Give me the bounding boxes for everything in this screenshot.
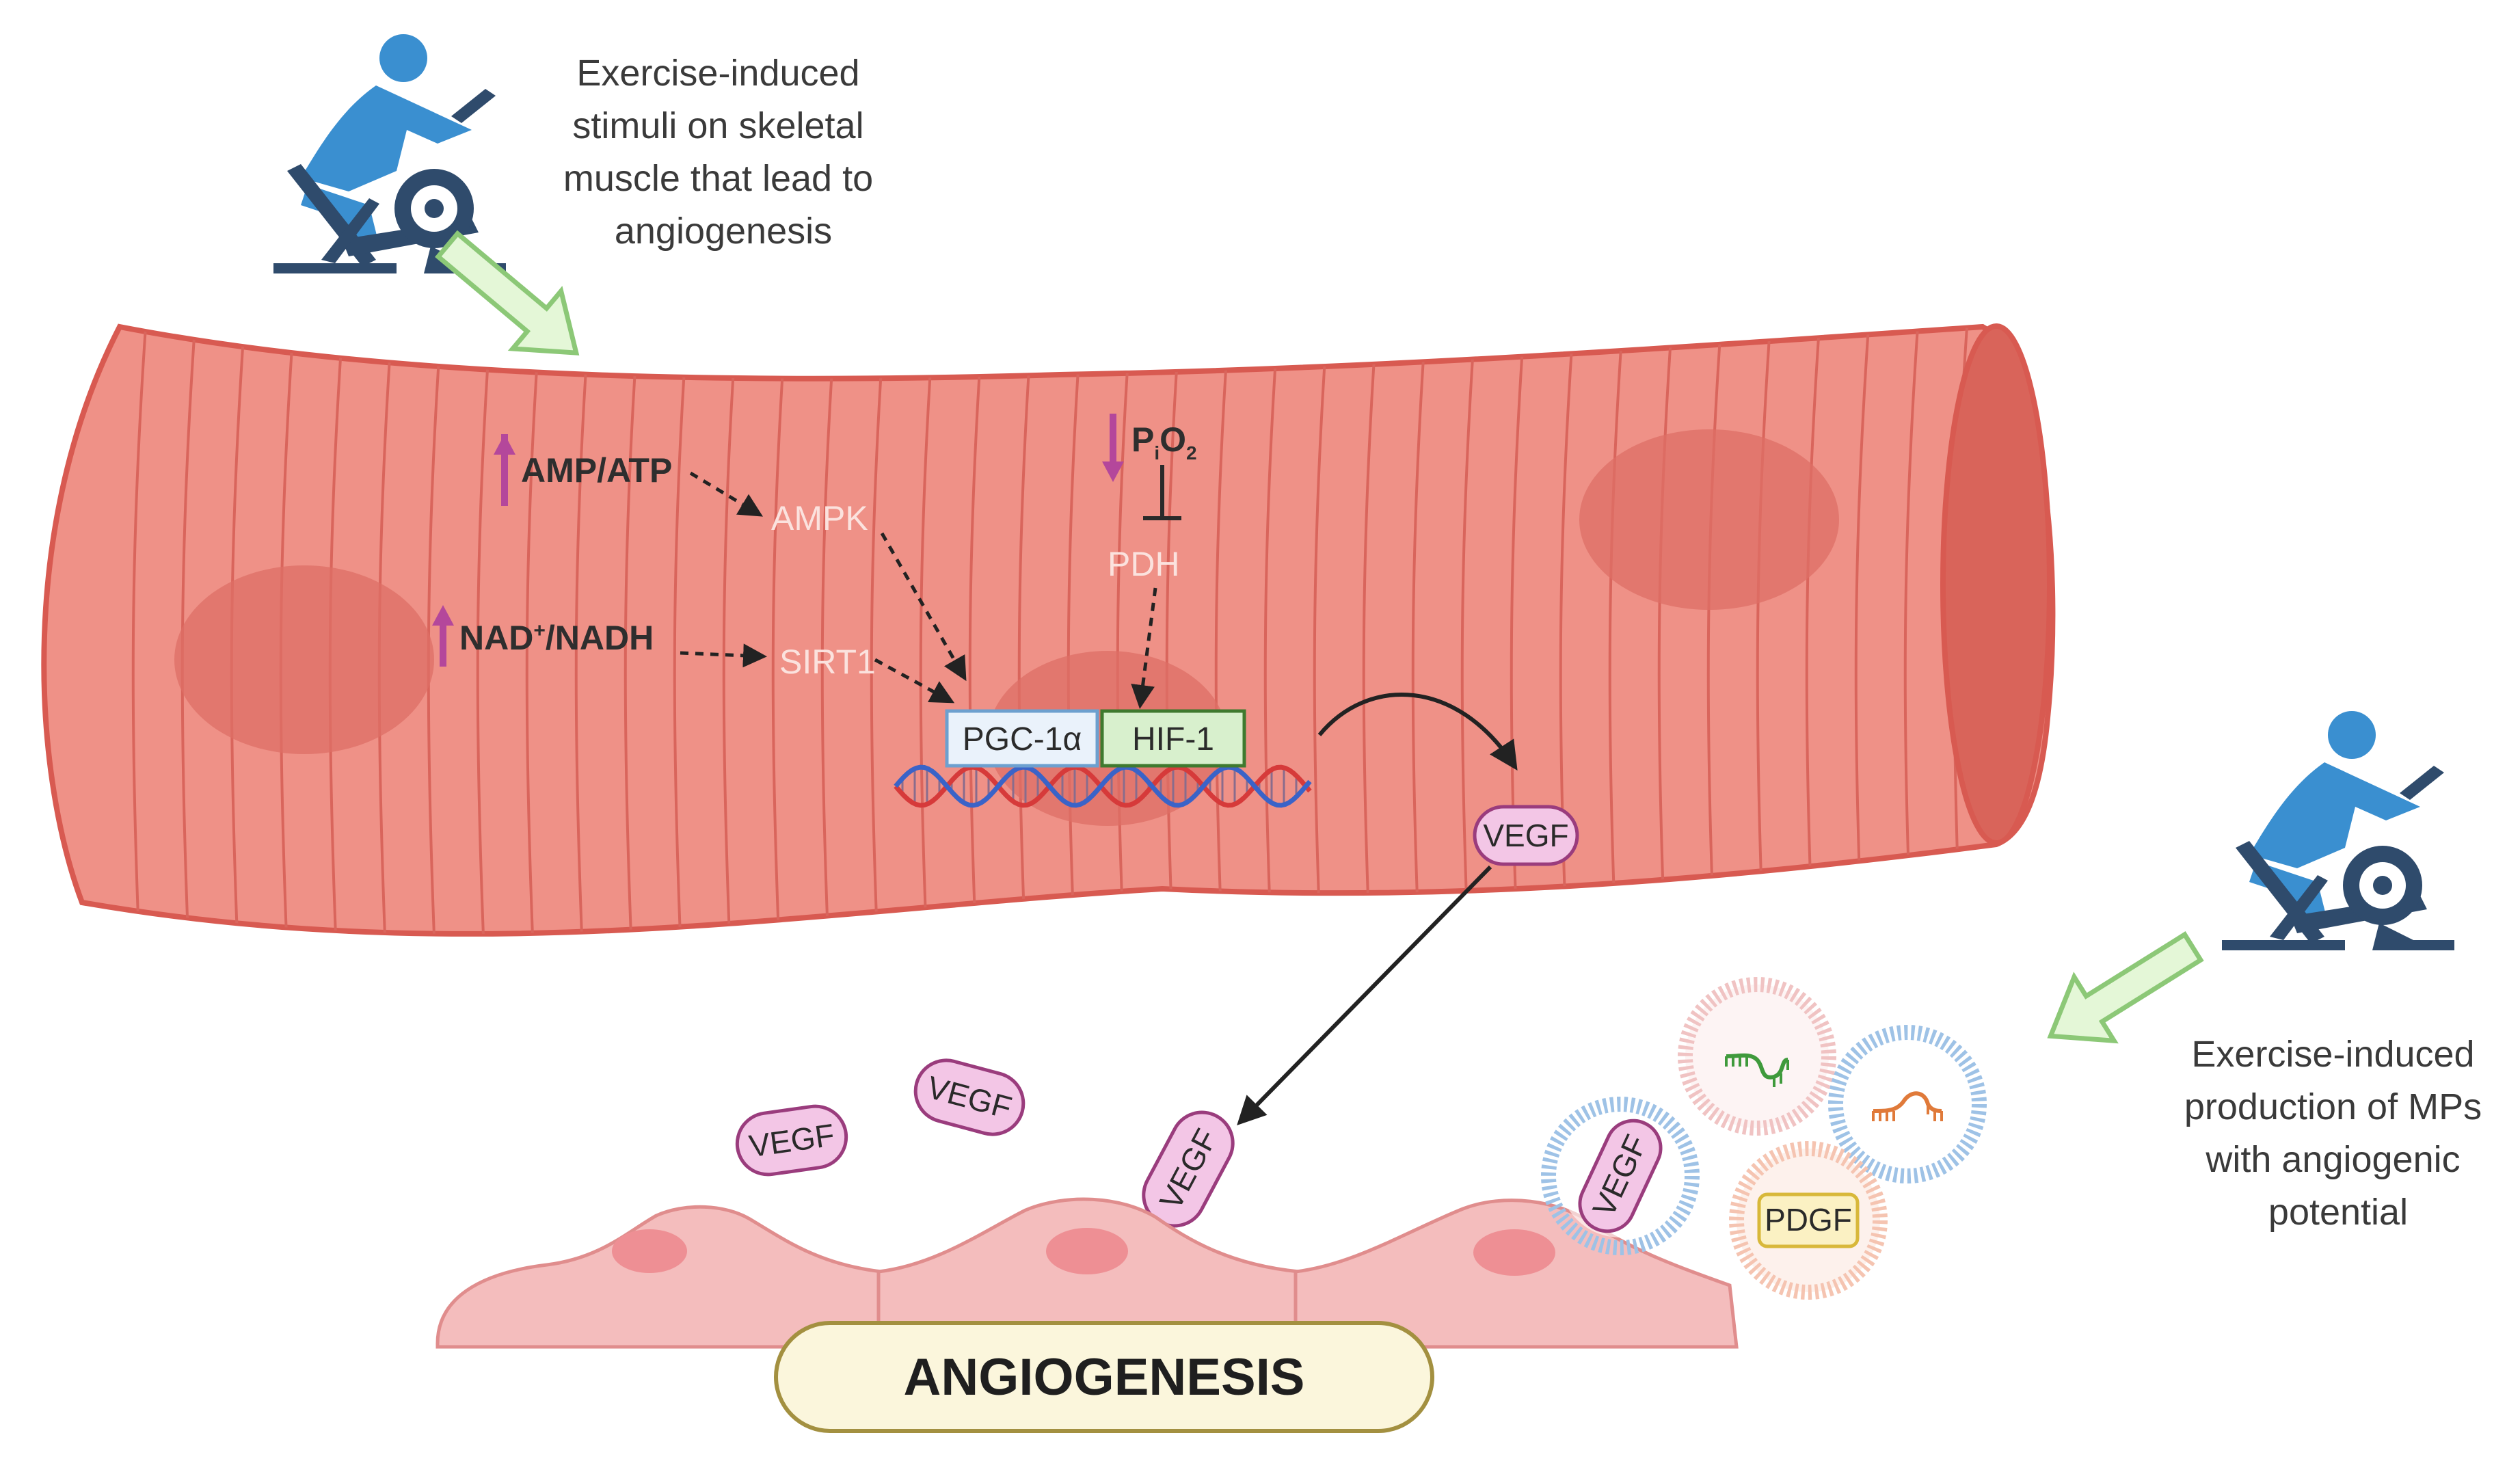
pdgf-box bbox=[1757, 1192, 1860, 1248]
striation-line bbox=[1657, 327, 1674, 934]
vegf-pill-2: VEGF bbox=[913, 1058, 1026, 1136]
dna-strand bbox=[894, 764, 1312, 808]
angiogenesis-banner bbox=[774, 1321, 1434, 1433]
arrow-to-vegf bbox=[1317, 692, 1518, 771]
green-arrow-icon-top bbox=[435, 230, 580, 356]
nad-nadh-label: NAD+/NADH bbox=[459, 619, 654, 657]
vegf-label-muscle: VEGF bbox=[1483, 818, 1568, 853]
striation-line bbox=[820, 327, 837, 934]
striation-line bbox=[771, 327, 788, 934]
striation-line bbox=[870, 327, 887, 934]
right-caption-line-3: with angiogenic bbox=[2205, 1139, 2460, 1180]
cell-nucleus-1 bbox=[612, 1229, 687, 1273]
cell-nucleus-2 bbox=[1046, 1228, 1128, 1274]
cyclist-icon-top bbox=[273, 34, 506, 273]
arrow-amp-to-ampk bbox=[689, 471, 764, 517]
endothelial-cells bbox=[435, 1197, 1739, 1349]
right-caption-line-4: potential bbox=[2268, 1192, 2408, 1233]
amp-atp-label: AMP/ATP bbox=[521, 451, 672, 490]
vegf-pill-muscle: VEGF bbox=[1473, 805, 1579, 866]
sirt1-label: SIRT1 bbox=[779, 643, 876, 681]
striation-line bbox=[1608, 327, 1625, 934]
microparticle-green-rna bbox=[1678, 977, 1836, 1136]
striation-line bbox=[574, 327, 591, 934]
striation-line bbox=[525, 327, 542, 934]
striation-line bbox=[476, 327, 493, 934]
pgc-box bbox=[945, 709, 1099, 768]
striation-line bbox=[1017, 327, 1034, 934]
arrow-ampk-to-pgc bbox=[880, 532, 967, 682]
nucleus-right bbox=[1579, 429, 1839, 610]
angiogenesis-label: ANGIOGENESIS bbox=[904, 1348, 1305, 1406]
muscle-end-cap bbox=[1940, 323, 2052, 846]
striation-line bbox=[624, 327, 641, 934]
vegf-pill-1: VEGF bbox=[735, 1104, 848, 1177]
striation-line bbox=[722, 327, 739, 934]
pdgf-label: PDGF bbox=[1765, 1202, 1852, 1237]
dna-helix-icon bbox=[894, 764, 1312, 808]
muscle-striations bbox=[131, 327, 1970, 934]
striation-line bbox=[1116, 327, 1133, 934]
striation-line bbox=[1559, 327, 1576, 934]
striation-line bbox=[1067, 327, 1084, 934]
striation-line bbox=[673, 327, 690, 934]
striation-line bbox=[919, 327, 936, 934]
striation-line bbox=[1460, 327, 1477, 934]
top-caption-line-4: angiogenesis bbox=[615, 211, 832, 252]
down-arrowhead-pio2 bbox=[1102, 461, 1124, 482]
right-caption: Exercise-induced production of MPs with … bbox=[2184, 1034, 2492, 1233]
rna-icon-orange bbox=[1873, 1091, 1942, 1113]
up-arrowhead-amp bbox=[494, 434, 515, 455]
striation-line bbox=[1214, 327, 1231, 934]
up-arrowhead-nad bbox=[432, 605, 454, 626]
cyclist-icon-right bbox=[2222, 711, 2454, 950]
dashed-arrows bbox=[680, 471, 1157, 709]
microparticle-pdgf: PDGF bbox=[1729, 1141, 1888, 1300]
dna-strand bbox=[894, 764, 1312, 808]
striation-line bbox=[1706, 327, 1724, 934]
muscle-fiber bbox=[41, 323, 2056, 937]
ampk-label: AMPK bbox=[771, 499, 868, 537]
arrow-pdh-to-hif bbox=[1131, 587, 1157, 709]
top-caption-line-1: Exercise-induced bbox=[576, 53, 859, 94]
striation-line bbox=[1313, 327, 1330, 934]
striation-line bbox=[1263, 327, 1281, 934]
striation-line bbox=[131, 327, 148, 934]
green-arrow-icon-right bbox=[2047, 931, 2204, 1044]
nucleus-left bbox=[174, 565, 434, 754]
rna-icon-green bbox=[1726, 1053, 1788, 1080]
striation-line bbox=[1362, 327, 1379, 934]
pio2-label: PiO2 bbox=[1131, 420, 1197, 464]
right-caption-line-2: production of MPs bbox=[2184, 1086, 2482, 1127]
striation-line bbox=[1756, 327, 1773, 934]
top-caption-line-3: muscle that lead to bbox=[563, 158, 873, 199]
striation-line bbox=[1165, 327, 1182, 934]
microparticle-orange-rna bbox=[1828, 1025, 1987, 1183]
pdh-label: PDH bbox=[1108, 545, 1180, 583]
arrow-vegf-to-cells bbox=[1237, 865, 1492, 1125]
right-caption-line-1: Exercise-induced bbox=[2191, 1034, 2474, 1075]
microparticle-vegf: VEGF bbox=[1541, 1097, 1700, 1255]
pgc-label: PGC-1α bbox=[963, 721, 1082, 758]
hif-label: HIF-1 bbox=[1132, 721, 1214, 758]
cell-nucleus-3 bbox=[1473, 1229, 1555, 1276]
striation-line bbox=[1805, 327, 1822, 934]
hif-box bbox=[1100, 709, 1246, 768]
striation-line bbox=[968, 327, 985, 934]
striation-line bbox=[1411, 327, 1428, 934]
top-caption: Exercise-induced stimuli on skeletal mus… bbox=[563, 53, 883, 252]
top-caption-line-2: stimuli on skeletal bbox=[572, 105, 863, 146]
